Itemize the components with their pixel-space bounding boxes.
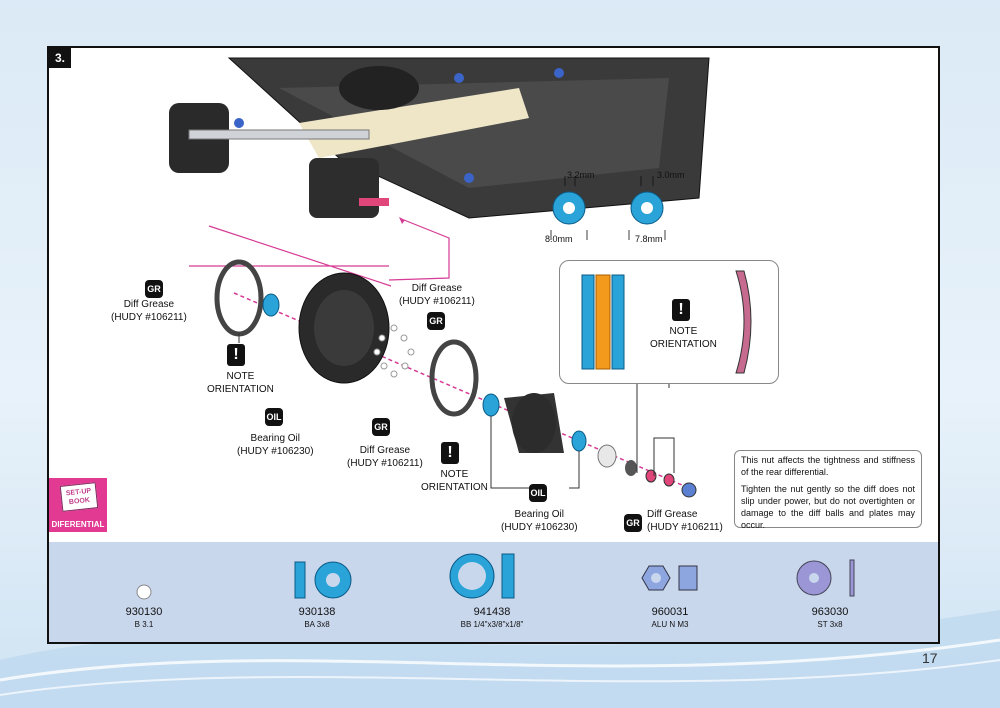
instruction-panel: 3. <box>47 46 940 644</box>
oil-icon: OIL <box>265 408 283 426</box>
grease-icon: GR <box>145 280 163 298</box>
callout-text-2: Tighten the nut gently so the diff does … <box>741 484 915 530</box>
callout-text-1: This nut affects the tightness and stiff… <box>741 455 915 477</box>
dim-right-diameter: 7.8mm <box>635 234 663 244</box>
grease-icon: GR <box>372 418 390 436</box>
note-icon: ! <box>672 299 690 321</box>
washer-icon <box>796 559 855 597</box>
setup-book-tag: DIFERENTIAL <box>51 520 105 529</box>
label-bearing-oil-left: Bearing Oil(HUDY #106230) <box>237 433 314 457</box>
grease-icon: GR <box>427 312 445 330</box>
dim-left-thickness: 3.2mm <box>567 170 595 180</box>
dim-right-thickness: 3.0mm <box>657 170 685 180</box>
nut-tightness-callout: This nut affects the tightness and stiff… <box>734 450 922 530</box>
parts-icons <box>136 553 855 600</box>
label-diff-grease-left: Diff Grease(HUDY #106211) <box>111 299 187 323</box>
dim-left-diameter: 8.0mm <box>545 234 573 244</box>
label-diff-grease-top: Diff Grease(HUDY #106211) <box>399 283 475 307</box>
page-number: 17 <box>922 650 938 666</box>
chassis-illustration <box>169 57 710 219</box>
grease-icon: GR <box>624 514 642 532</box>
ball-icon <box>136 584 152 600</box>
oil-icon: OIL <box>529 484 547 502</box>
bearing-icon <box>294 561 352 599</box>
step-number: 3. <box>49 48 71 68</box>
note-icon: ! <box>227 344 245 366</box>
note-icon: ! <box>441 442 459 464</box>
exploded-diagram <box>169 57 710 498</box>
nut-icon <box>641 565 698 591</box>
label-diff-grease-right: Diff Grease(HUDY #106211) <box>647 509 723 533</box>
shim-stack-illustration <box>581 270 752 374</box>
label-diff-grease-mid: Diff Grease(HUDY #106211) <box>347 445 423 469</box>
bearing-large-icon <box>449 553 515 599</box>
label-bearing-oil-mid: Bearing Oil(HUDY #106230) <box>501 509 578 533</box>
